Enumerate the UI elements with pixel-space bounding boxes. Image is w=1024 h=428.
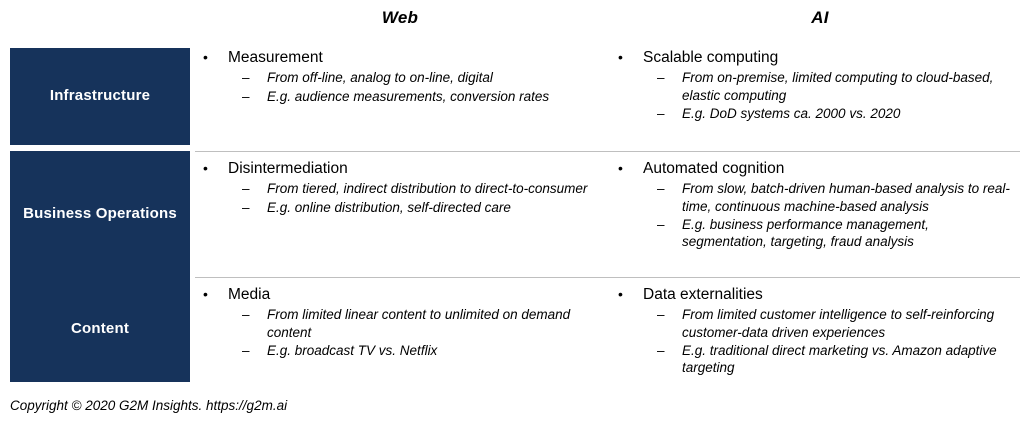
bullet-heading: Data externalities (643, 286, 763, 303)
bullet-heading: Measurement (228, 49, 323, 66)
sub-bullet-item: – E.g. online distribution, self-directed… (228, 199, 596, 216)
sub-bullet-item: – From slow, batch-driven human-based ana… (643, 180, 1015, 215)
cell-ai-infrastructure: • Scalable computing – From on-premise, lim… (611, 48, 1015, 123)
row-divider (195, 151, 1020, 152)
dash-marker-icon: – (242, 342, 250, 358)
bullet-heading: Disintermediation (228, 160, 348, 177)
sub-bullet-text: E.g. audience measurements, conversion r… (267, 88, 550, 104)
sub-bullet-item: – E.g. broadcast TV vs. Netflix (228, 342, 596, 359)
row-divider (195, 277, 1020, 278)
column-header-ai: AI (811, 8, 829, 27)
bullet-list: • Data externalities – From limited custome… (611, 285, 1015, 377)
sub-bullet-list: – From slow, batch-driven human-based ana… (643, 180, 1015, 250)
sub-bullet-text: From slow, batch-driven human-based anal… (682, 181, 1010, 214)
dash-marker-icon: – (242, 88, 250, 104)
matrix-row: Infrastructure • Measurement – From off-line… (0, 42, 1024, 151)
bullet-marker-icon: • (618, 286, 623, 302)
sub-bullet-text: From limited customer intelligence to se… (682, 307, 995, 340)
bullet-list: • Measurement – From off-line, analog to on… (196, 48, 596, 105)
bullet-item: • Disintermediation – From tiered, indirect… (196, 159, 596, 216)
matrix-row: Content • Media – From limited linear conten… (0, 277, 1024, 388)
cell-ai-content: • Data externalities – From limited custome… (611, 285, 1015, 378)
sub-bullet-list: – From tiered, indirect distribution to d… (228, 180, 596, 216)
dash-marker-icon: – (242, 199, 250, 215)
copyright-notice: Copyright © 2020 G2M Insights. https://g… (10, 398, 288, 413)
sub-bullet-item: – E.g. business performance management, s… (643, 216, 1015, 251)
sub-bullet-item: – From on-premise, limited computing to c… (643, 69, 1015, 104)
sub-bullet-item: – E.g. traditional direct marketing vs. A… (643, 342, 1015, 377)
dash-marker-icon: – (242, 181, 250, 197)
bullet-marker-icon: • (618, 49, 623, 65)
bullet-list: • Automated cognition – From slow, batch-dr… (611, 159, 1015, 251)
row-label-infrastructure: Infrastructure (10, 48, 190, 145)
sub-bullet-text: From limited linear content to unlimited… (267, 307, 571, 340)
cell-web-business-operations: • Disintermediation – From tiered, indirect… (196, 159, 596, 217)
comparison-matrix: Infrastructure • Measurement – From off-line… (0, 42, 1024, 388)
dash-marker-icon: – (657, 105, 665, 121)
sub-bullet-text: E.g. online distribution, self-directed … (267, 199, 511, 215)
sub-bullet-text: E.g. business performance management, se… (682, 216, 929, 250)
bullet-heading: Scalable computing (643, 49, 779, 66)
sub-bullet-text: From tiered, indirect distribution to di… (267, 181, 588, 197)
cell-ai-business-operations: • Automated cognition – From slow, batch-dr… (611, 159, 1015, 252)
sub-bullet-text: E.g. DoD systems ca. 2000 vs. 2020 (682, 105, 901, 121)
bullet-list: • Scalable computing – From on-premise, lim… (611, 48, 1015, 122)
column-headers: Web AI (0, 0, 1024, 40)
sub-bullet-item: – From limited linear content to unlimite… (228, 306, 596, 341)
bullet-heading: Automated cognition (643, 160, 785, 177)
sub-bullet-item: – From off-line, analog to on-line, digit… (228, 69, 596, 86)
bullet-item: • Automated cognition – From slow, batch-dr… (611, 159, 1015, 251)
bullet-list: • Media – From limited linear content to un… (196, 285, 596, 359)
bullet-list: • Disintermediation – From tiered, indirect… (196, 159, 596, 216)
sub-bullet-list: – From limited customer intelligence to s… (643, 306, 1015, 376)
sub-bullet-text: From off-line, analog to on-line, digita… (267, 70, 493, 86)
sub-bullet-item: – E.g. DoD systems ca. 2000 vs. 2020 (643, 105, 1015, 122)
sub-bullet-item: – E.g. audience measurements, conversion … (228, 88, 596, 105)
bullet-item: • Data externalities – From limited custome… (611, 285, 1015, 377)
cell-web-infrastructure: • Measurement – From off-line, analog to on… (196, 48, 596, 106)
bullet-item: • Scalable computing – From on-premise, lim… (611, 48, 1015, 122)
bullet-marker-icon: • (203, 160, 208, 176)
bullet-heading: Media (228, 286, 271, 303)
sub-bullet-list: – From on-premise, limited computing to c… (643, 69, 1015, 122)
bullet-item: • Measurement – From off-line, analog to on… (196, 48, 596, 105)
dash-marker-icon: – (242, 307, 250, 323)
matrix-row: Business Operations • Disintermediation – Fr… (0, 151, 1024, 277)
column-header-web: Web (381, 8, 419, 27)
row-label-content: Content (10, 277, 190, 382)
dash-marker-icon: – (657, 307, 665, 323)
sub-bullet-text: From on-premise, limited computing to cl… (682, 70, 994, 103)
dash-marker-icon: – (242, 70, 250, 86)
sub-bullet-item: – From tiered, indirect distribution to d… (228, 180, 596, 197)
row-label-business-operations: Business Operations (10, 151, 190, 277)
dash-marker-icon: – (657, 342, 665, 358)
bullet-item: • Media – From limited linear content to un… (196, 285, 596, 359)
bullet-marker-icon: • (203, 49, 208, 65)
dash-marker-icon: – (657, 181, 665, 197)
sub-bullet-list: – From limited linear content to unlimite… (228, 306, 596, 359)
sub-bullet-item: – From limited customer intelligence to s… (643, 306, 1015, 341)
bullet-marker-icon: • (203, 286, 208, 302)
sub-bullet-text: E.g. broadcast TV vs. Netflix (267, 342, 438, 358)
dash-marker-icon: – (657, 70, 665, 86)
bullet-marker-icon: • (618, 160, 623, 176)
sub-bullet-list: – From off-line, analog to on-line, digit… (228, 69, 596, 105)
cell-web-content: • Media – From limited linear content to un… (196, 285, 596, 360)
dash-marker-icon: – (657, 216, 665, 232)
sub-bullet-text: E.g. traditional direct marketing vs. Am… (682, 342, 997, 376)
